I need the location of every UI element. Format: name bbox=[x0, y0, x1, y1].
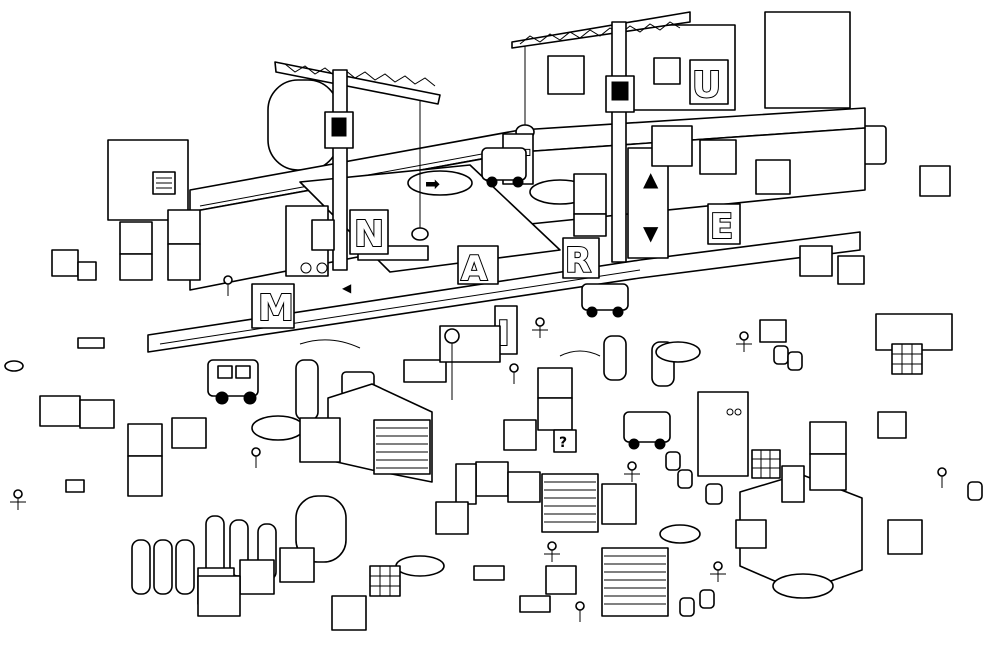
truck-icon[interactable] bbox=[581, 283, 629, 318]
person-icon[interactable] bbox=[532, 317, 548, 338]
person-icon[interactable] bbox=[710, 561, 726, 582]
truck-icon[interactable] bbox=[623, 411, 671, 450]
shutter-door-icon[interactable] bbox=[327, 383, 433, 483]
person-icon[interactable] bbox=[223, 275, 233, 296]
warehouse-block bbox=[739, 465, 863, 599]
arrow-up-icon: ▲ bbox=[643, 167, 659, 191]
arrow-right-icon: ➡ bbox=[425, 174, 440, 195]
person-icon[interactable] bbox=[937, 467, 947, 488]
shutter-door-icon[interactable] bbox=[541, 473, 599, 533]
svg-text:U: U bbox=[692, 65, 721, 106]
letter-block-e[interactable]: E bbox=[707, 203, 741, 248]
person-icon[interactable] bbox=[624, 461, 640, 482]
svg-text:R: R bbox=[565, 241, 591, 281]
letter-block-n[interactable]: N bbox=[349, 209, 389, 256]
barrel-icon bbox=[665, 345, 983, 617]
truck-icon[interactable] bbox=[207, 359, 259, 405]
svg-text:M: M bbox=[258, 288, 294, 329]
person-icon[interactable] bbox=[10, 489, 26, 510]
letter-block-m[interactable]: M bbox=[251, 283, 295, 330]
person-icon[interactable] bbox=[736, 331, 752, 352]
misc-props bbox=[4, 328, 601, 613]
letter-block-u[interactable]: U bbox=[689, 59, 729, 107]
svg-text:N: N bbox=[354, 214, 384, 255]
svg-text:A: A bbox=[461, 249, 488, 289]
svg-text:E: E bbox=[710, 207, 733, 247]
crate-icon bbox=[39, 125, 923, 631]
main-platform bbox=[147, 231, 861, 353]
arrow-down-icon: ▼ bbox=[643, 221, 659, 245]
letter-block-a[interactable]: A bbox=[457, 245, 499, 290]
person-icon[interactable] bbox=[544, 541, 560, 562]
cube-stack bbox=[369, 165, 951, 597]
arrow-left-icon: ◀ bbox=[342, 281, 352, 295]
letter-block-r[interactable]: R bbox=[562, 237, 600, 282]
person-icon[interactable] bbox=[509, 363, 519, 384]
truck-icon[interactable] bbox=[481, 147, 527, 188]
shutter-door-icon[interactable] bbox=[601, 547, 669, 617]
crane-right[interactable] bbox=[511, 11, 691, 263]
person-icon[interactable] bbox=[575, 601, 585, 622]
pool-icon bbox=[251, 341, 701, 577]
crane-left[interactable] bbox=[274, 61, 441, 271]
question-block[interactable]: ? bbox=[553, 429, 577, 453]
person-icon[interactable] bbox=[251, 447, 261, 468]
svg-text:?: ? bbox=[559, 435, 567, 451]
